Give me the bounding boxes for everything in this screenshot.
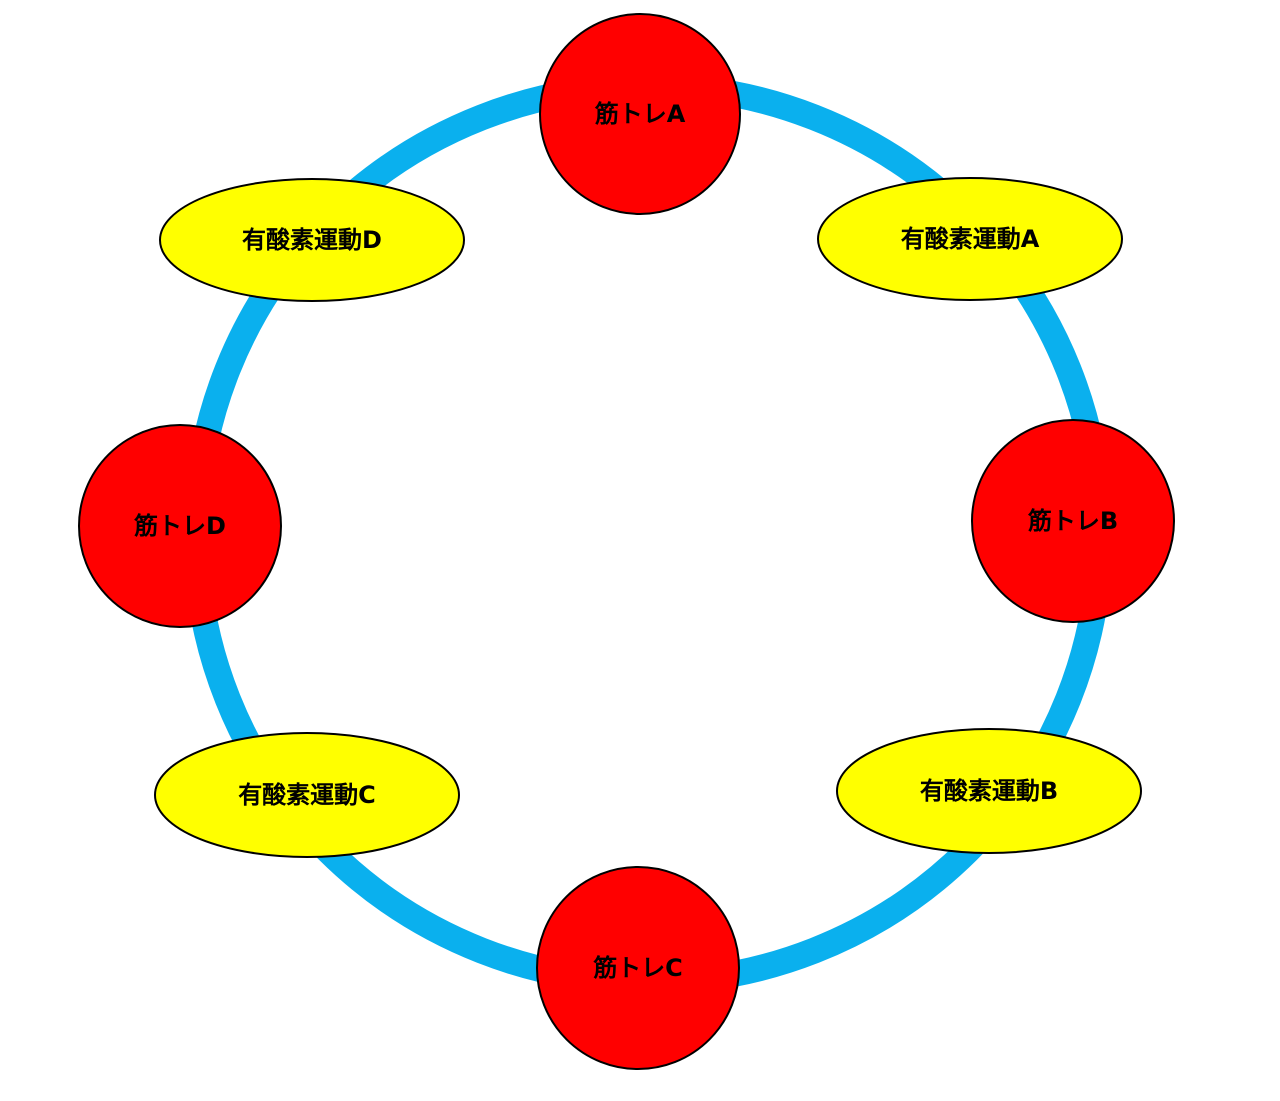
cardio-c-ellipse — [154, 732, 460, 858]
cardio-a-label: 有酸素運動A — [901, 225, 1040, 253]
cardio-b-ellipse — [836, 728, 1142, 854]
node-cardio-c: 有酸素運動C — [154, 732, 460, 858]
strength-b-circle — [971, 419, 1175, 623]
strength-a-circle — [539, 13, 741, 215]
strength-b-label: 筋トレB — [1027, 507, 1118, 535]
strength-c-circle — [536, 866, 740, 1070]
cardio-b-label: 有酸素運動B — [920, 777, 1058, 805]
node-cardio-d: 有酸素運動D — [159, 178, 465, 302]
strength-a-label: 筋トレA — [594, 100, 686, 128]
node-strength-a: 筋トレA — [539, 13, 741, 215]
node-strength-d: 筋トレD — [78, 424, 282, 628]
cardio-d-label: 有酸素運動D — [242, 226, 382, 254]
node-strength-c: 筋トレC — [536, 866, 740, 1070]
strength-c-label: 筋トレC — [592, 954, 683, 982]
node-cardio-b: 有酸素運動B — [836, 728, 1142, 854]
cardio-a-ellipse — [817, 177, 1123, 301]
node-cardio-a: 有酸素運動A — [817, 177, 1123, 301]
cardio-d-ellipse — [159, 178, 465, 302]
strength-d-label: 筋トレD — [133, 512, 226, 540]
cardio-c-label: 有酸素運動C — [238, 781, 376, 809]
strength-d-circle — [78, 424, 282, 628]
node-strength-b: 筋トレB — [971, 419, 1175, 623]
